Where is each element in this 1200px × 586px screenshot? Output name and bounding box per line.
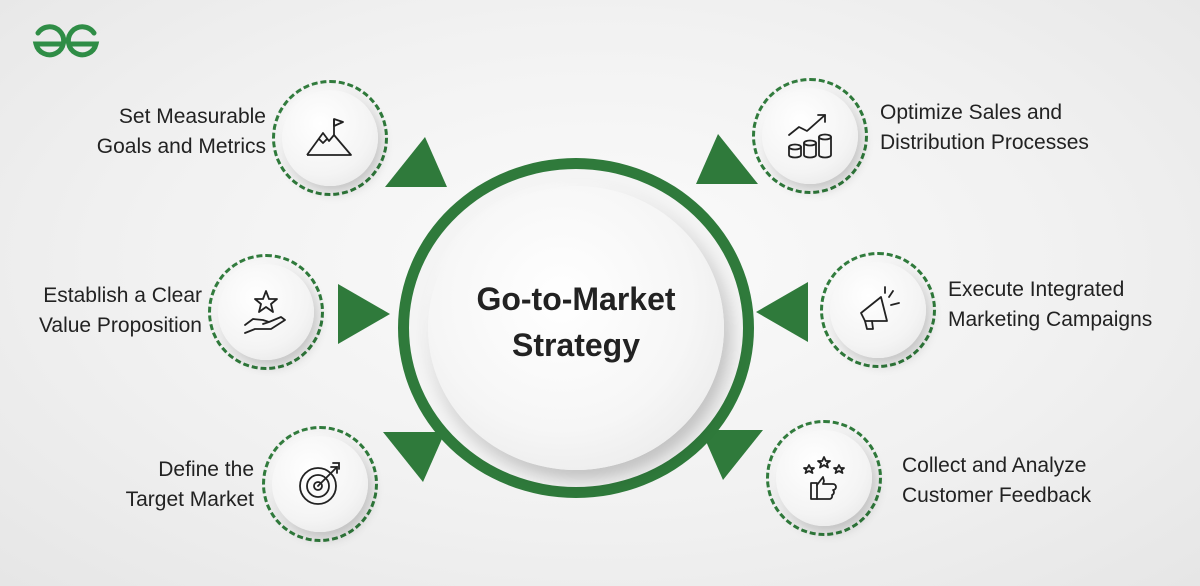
arrow-marketing xyxy=(756,282,808,342)
thumbs-up-stars-icon xyxy=(803,456,845,500)
center-title-line1: Go-to-Market xyxy=(476,281,676,317)
label-marketing: Execute Integrated Marketing Campaigns xyxy=(948,278,1153,331)
node-target xyxy=(262,426,378,542)
star-hand-icon xyxy=(244,290,286,334)
center-circle: Go-to-Market Strategy xyxy=(398,158,754,498)
geeksforgeeks-logo xyxy=(28,24,104,64)
node-ring xyxy=(272,80,388,196)
megaphone-icon xyxy=(860,286,900,330)
label-goals: Set Measurable Goals and Metrics xyxy=(96,105,266,158)
arrow-feedback xyxy=(701,430,763,480)
center-disc xyxy=(428,186,724,470)
center-title: Go-to-Market Strategy xyxy=(398,276,754,368)
arrow-sales xyxy=(696,134,758,184)
mountain-flag-icon xyxy=(306,118,352,156)
arrow-target xyxy=(383,432,445,482)
node-feedback xyxy=(766,420,882,536)
target-arrow-icon xyxy=(299,462,340,505)
node-ring xyxy=(766,420,882,536)
arrow-goals xyxy=(385,137,447,187)
label-target: Define the Target Market xyxy=(125,458,254,511)
node-ring xyxy=(752,78,868,194)
node-ring xyxy=(208,254,324,370)
node-ring xyxy=(262,426,378,542)
label-value: Establish a Clear Value Proposition xyxy=(38,284,202,337)
center-title-line2: Strategy xyxy=(511,327,641,363)
label-feedback: Collect and Analyze Customer Feedback xyxy=(902,454,1092,507)
node-value xyxy=(208,254,324,370)
node-ring xyxy=(820,252,936,368)
growth-coins-icon xyxy=(788,114,832,159)
node-sales xyxy=(752,78,868,194)
arrow-value xyxy=(338,284,390,344)
node-marketing xyxy=(820,252,936,368)
label-sales: Optimize Sales and Distribution Processe… xyxy=(880,101,1089,154)
node-goals xyxy=(272,80,388,196)
